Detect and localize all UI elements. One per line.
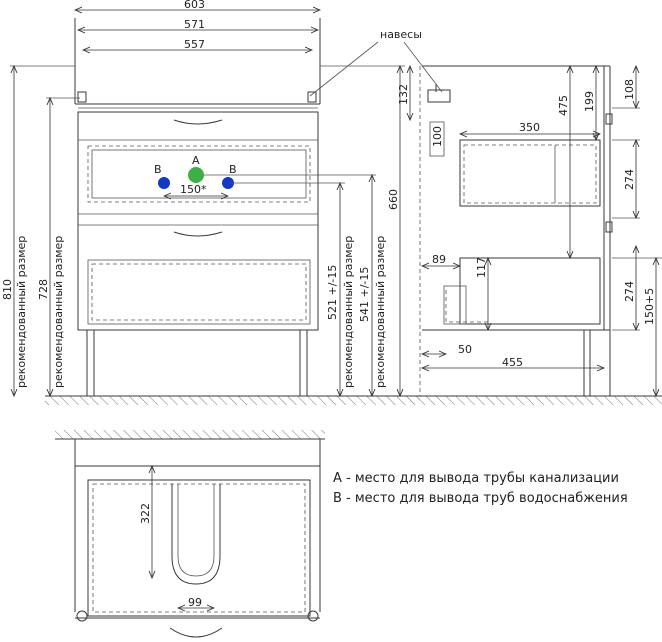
floor-hatch-side xyxy=(405,396,662,405)
pipe-b-right-marker xyxy=(222,177,234,189)
corner-right xyxy=(307,610,319,622)
siphon-recess-dash xyxy=(445,290,490,323)
side-leg xyxy=(583,329,591,397)
dim-274-top: 274 xyxy=(623,169,636,190)
dim-150-5: 150+5 xyxy=(643,288,656,325)
lower-drawer xyxy=(459,257,601,325)
upper-drawer-inner xyxy=(463,144,597,204)
corner-left xyxy=(76,610,88,622)
dim-132: 132 xyxy=(397,84,410,105)
dim-455: 455 xyxy=(502,356,523,369)
dim-274-bottom: 274 xyxy=(623,281,636,302)
dim-108: 108 xyxy=(623,79,636,100)
dim-350: 350 xyxy=(519,121,540,134)
dim-322: 322 xyxy=(139,503,152,524)
upper-drawer xyxy=(459,139,601,207)
pipe-a-marker xyxy=(188,167,204,183)
dim-810: 810 xyxy=(1,279,14,300)
u-cutout-outer xyxy=(171,484,221,585)
top-view-drawer xyxy=(87,479,311,617)
pipe-b-right-label: B xyxy=(229,163,237,176)
side-view: 132 100 475 199 108 350 274 274 89 117 xyxy=(397,66,662,405)
pipe-a-label: A xyxy=(192,154,200,167)
pipe-b-left-label: B xyxy=(154,163,162,176)
rec-size-521: рекомендованный размер xyxy=(342,236,355,388)
top-view-handle xyxy=(169,627,223,638)
bottom-drawer-handle xyxy=(173,231,223,237)
hinges-leader-front xyxy=(309,41,379,97)
hinges-leader-side xyxy=(403,41,443,93)
dim-150: 150* xyxy=(180,183,207,196)
dim-603: 603 xyxy=(184,0,205,11)
dim-117: 117 xyxy=(475,257,488,278)
top-view: 322 99 xyxy=(55,430,325,638)
siphon-recess xyxy=(443,285,467,325)
rec-size-810: рекомендованный размер xyxy=(15,236,28,388)
dim-541: 541 +/-15 xyxy=(358,267,371,322)
pipe-b-left-marker xyxy=(158,177,170,189)
leg-left xyxy=(86,329,95,397)
bottom-drawer-box xyxy=(87,259,311,325)
siphon-cutout xyxy=(87,145,311,203)
rec-size-728: рекомендованный размер xyxy=(52,236,65,388)
dim-660: 660 xyxy=(387,189,400,210)
legend-item-a: A - место для вывода трубы канализации xyxy=(333,471,619,486)
fitting-lower xyxy=(605,221,613,233)
dim-100: 100 xyxy=(431,126,444,147)
top-view-drawer-inner xyxy=(92,483,306,613)
wall-hatch-top xyxy=(55,430,325,439)
u-cutout-inner xyxy=(177,484,215,577)
leg-right xyxy=(299,329,308,397)
dim-50: 50 xyxy=(458,343,472,356)
cabinet-body xyxy=(77,111,319,331)
rec-size-541: рекомендованный размер xyxy=(374,236,387,388)
legend-item-b: B - место для вывода труб водоснабжения xyxy=(333,491,628,506)
dim-475: 475 xyxy=(557,95,570,116)
legend: A - место для вывода трубы канализации B… xyxy=(333,471,628,506)
bottom-drawer-inner xyxy=(91,263,307,321)
dim-99: 99 xyxy=(188,596,202,609)
hinges-label: навесы xyxy=(380,28,422,41)
dim-521: 521 +/-15 xyxy=(326,265,339,320)
top-drawer-handle xyxy=(173,119,223,125)
dim-728: 728 xyxy=(37,279,50,300)
dim-571: 571 xyxy=(184,18,205,31)
hinge-bracket xyxy=(427,89,451,103)
hinge-right xyxy=(307,91,317,103)
dim-89: 89 xyxy=(432,253,446,266)
dim-557: 557 xyxy=(184,38,205,51)
dim-199: 199 xyxy=(583,91,596,112)
box-100 xyxy=(429,121,445,157)
floor-hatch-front xyxy=(45,396,420,405)
hinge-left xyxy=(77,91,87,103)
fitting-upper xyxy=(605,113,613,125)
front-view: A B B 150* 603 571 557 810 рекомендованн… xyxy=(1,0,443,405)
